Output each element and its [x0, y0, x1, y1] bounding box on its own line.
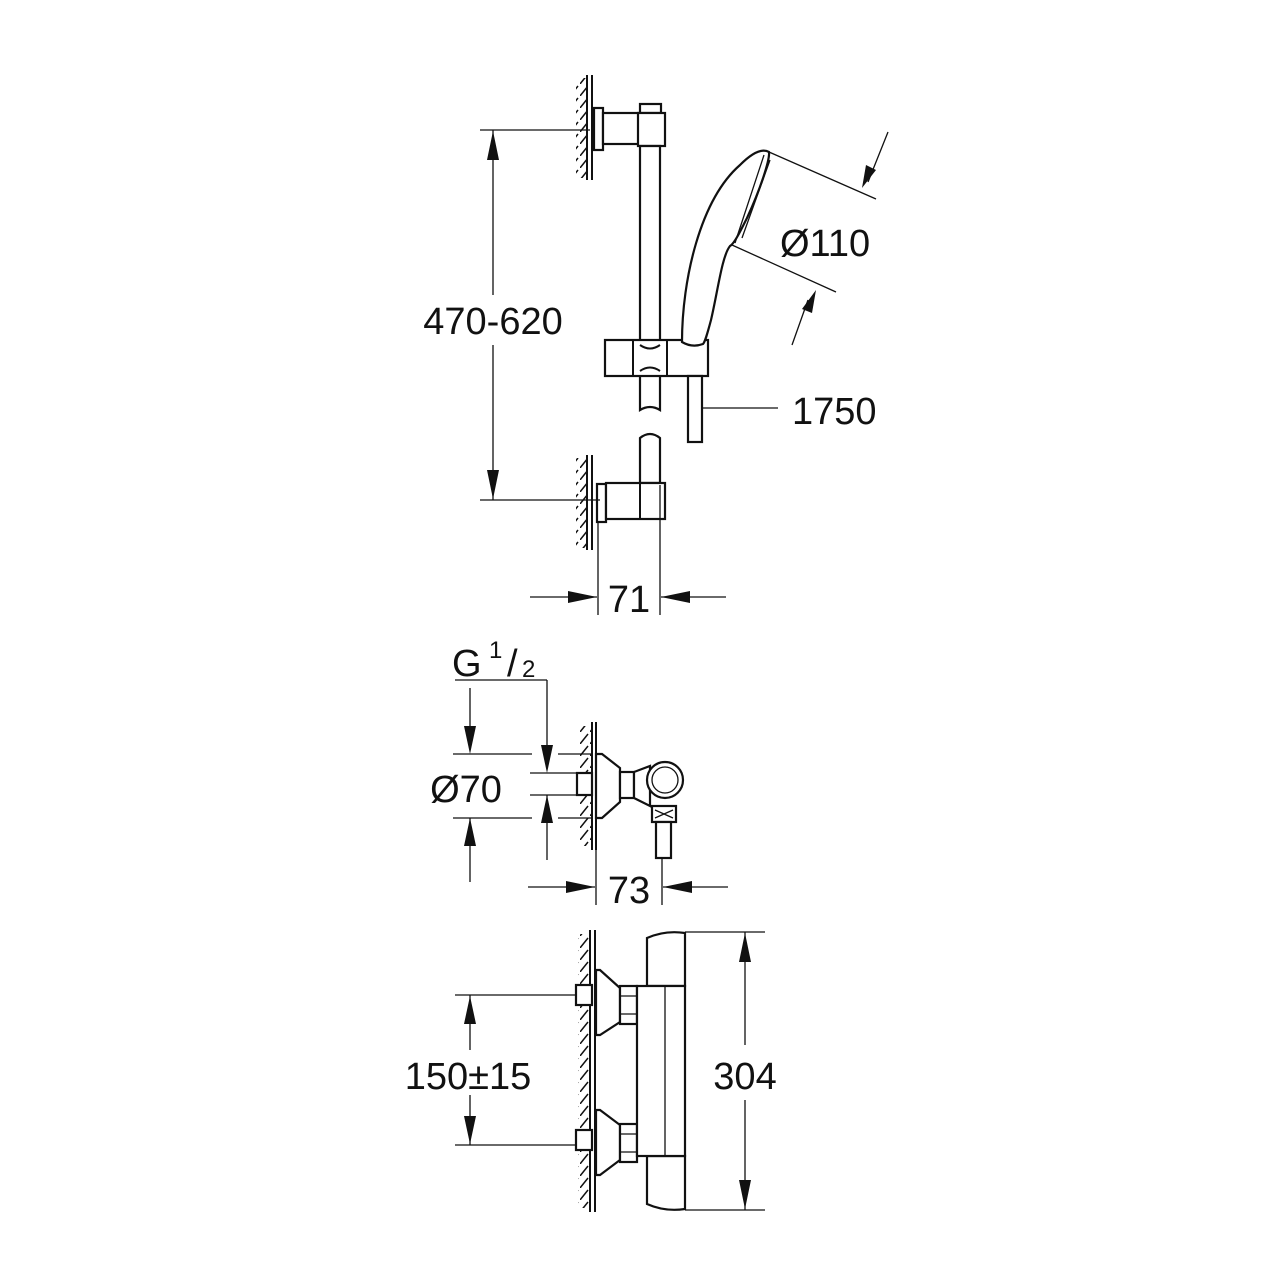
valve-projection-label: 73: [608, 870, 650, 912]
upper-wall-bracket: [592, 102, 667, 152]
lower-inlet: [574, 1108, 639, 1177]
dimension-rail-projection: 71: [530, 485, 726, 621]
thermostat-body: [635, 931, 687, 1211]
inlet-centers-label: 150±15: [405, 1056, 532, 1098]
thread-denominator: 2: [522, 656, 535, 683]
thermostat-view: 150±15 304: [405, 930, 777, 1212]
shower-hose: [686, 374, 704, 444]
dimension-valve-projection: 73: [528, 850, 728, 912]
wall-lower: [576, 455, 593, 550]
rail-distance-label: 470-620: [423, 301, 562, 343]
connection-view: G 1 / 2 Ø70: [430, 637, 728, 912]
rail-slider: [603, 338, 710, 378]
lower-wall-bracket: [595, 481, 667, 524]
hose-length-label: 1750: [792, 391, 877, 433]
shower-rail: [638, 144, 662, 485]
rail-projection-label: 71: [608, 579, 650, 621]
dimension-thermostat-height: 304: [685, 931, 777, 1211]
wall-upper: [576, 75, 593, 180]
thread-slash: /: [507, 643, 518, 685]
dimension-hose-length: 1750: [702, 391, 877, 433]
shower-rail-view: Ø110 1750 470-620 71: [423, 75, 889, 621]
wall-bottom: [578, 930, 596, 1212]
dimension-inlet-centers: 150±15: [405, 994, 575, 1146]
handshower-diameter-label: Ø110: [780, 223, 870, 265]
hand-shower: [680, 149, 771, 347]
dimension-rail-distance: 470-620: [423, 129, 600, 501]
thermostat-height-label: 304: [713, 1056, 776, 1098]
thread-label: G 1 / 2: [452, 637, 535, 685]
dimension-handshower-diameter: Ø110: [731, 131, 889, 346]
thread-numerator: 1: [489, 637, 502, 664]
upper-inlet: [574, 968, 639, 1037]
escutcheon-diameter-label: Ø70: [430, 769, 502, 811]
valve-body: [575, 752, 685, 860]
thread-letter: G: [452, 643, 482, 685]
